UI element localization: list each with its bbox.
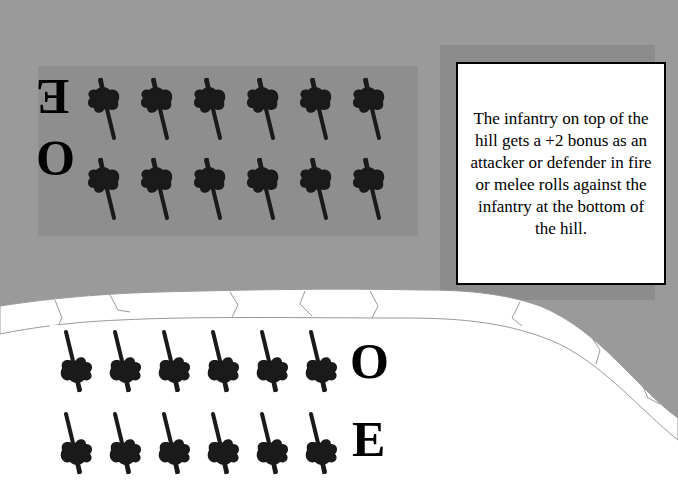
infantry-figure [257, 332, 288, 392]
infantry-figure [306, 414, 337, 474]
rule-note: The infantry on top of the hill gets a +… [468, 108, 654, 240]
unit-marker: E [352, 414, 385, 464]
infantry-figure [159, 332, 190, 392]
unit-marker: E [36, 72, 69, 122]
infantry-figure [141, 158, 172, 218]
infantry-figure [353, 158, 384, 218]
infantry-figure [300, 158, 331, 218]
infantry-figure [247, 78, 278, 138]
lower-unit-base [50, 325, 420, 493]
infantry-figure [110, 414, 141, 474]
infantry-figure [159, 414, 190, 474]
infantry-figure [194, 158, 225, 218]
infantry-figure [353, 78, 384, 138]
unit-marker: O [36, 134, 75, 184]
infantry-figure [194, 78, 225, 138]
infantry-figure [247, 158, 278, 218]
infantry-figure [300, 78, 331, 138]
lower-infantry [61, 332, 337, 474]
infantry-figure [208, 414, 239, 474]
infantry-figure [61, 332, 92, 392]
upper-infantry [88, 78, 384, 218]
upper-unit-base [38, 66, 418, 236]
infantry-figure [208, 332, 239, 392]
infantry-figure [141, 78, 172, 138]
infantry-figure [257, 414, 288, 474]
infantry-figure [61, 414, 92, 474]
unit-marker: O [350, 336, 389, 386]
infantry-figure [88, 78, 119, 138]
infantry-figure [88, 158, 119, 218]
infantry-figure [110, 332, 141, 392]
infantry-figure [306, 332, 337, 392]
rule-note-box: The infantry on top of the hill gets a +… [456, 62, 666, 285]
